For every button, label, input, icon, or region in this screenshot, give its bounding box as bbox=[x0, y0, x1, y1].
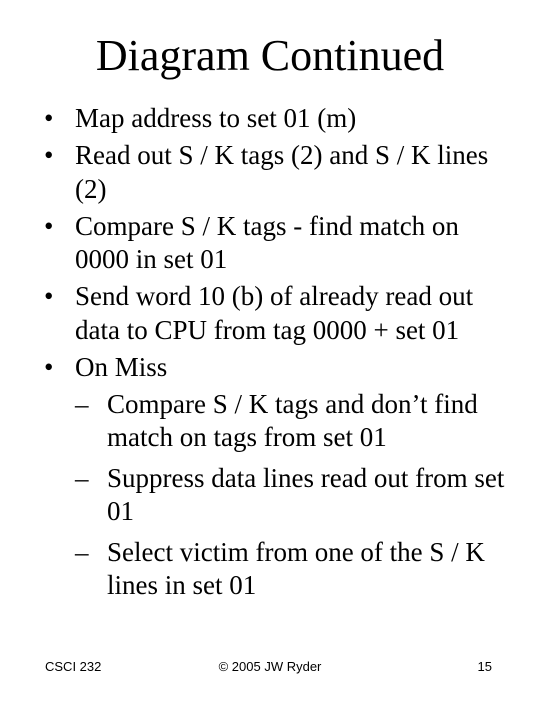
bullet-text: Map address to set 01 (m) bbox=[75, 103, 357, 133]
slide-title: Diagram Continued bbox=[95, 31, 445, 80]
bullet-item: Send word 10 (b) of already read out dat… bbox=[44, 280, 514, 347]
sub-bullet-text: Select victim from one of the S / K line… bbox=[107, 536, 485, 601]
bullet-list: Map address to set 01 (m) Read out S / K… bbox=[44, 102, 514, 610]
footer-page-number: 15 bbox=[477, 659, 492, 674]
bullet-text: Read out S / K tags (2) and S / K lines … bbox=[75, 140, 489, 204]
bullet-item: Read out S / K tags (2) and S / K lines … bbox=[44, 139, 514, 206]
sub-bullet-item: Compare S / K tags and don’t find match … bbox=[75, 388, 514, 455]
bullet-text: Compare S / K tags - find match on 0000 … bbox=[75, 210, 459, 275]
footer-copyright: © 2005 JW Ryder bbox=[218, 659, 322, 674]
sub-bullet-text: Compare S / K tags and don’t find match … bbox=[107, 388, 478, 453]
bullet-text: On Miss bbox=[75, 351, 168, 382]
bullet-item: Map address to set 01 (m) bbox=[44, 102, 514, 136]
sub-bullet-item: Suppress data lines read out from set 01 bbox=[75, 462, 514, 529]
bullet-item: Compare S / K tags - find match on 0000 … bbox=[44, 210, 514, 277]
footer-course: CSCI 232 bbox=[45, 659, 102, 674]
sub-bullet-list: Compare S / K tags and don’t find match … bbox=[75, 388, 514, 603]
bullet-item-on-miss: On Miss Compare S / K tags and don’t fin… bbox=[44, 351, 514, 603]
sub-bullet-text: Suppress data lines read out from set 01 bbox=[107, 462, 505, 527]
sub-bullet-item: Select victim from one of the S / K line… bbox=[75, 536, 514, 603]
bullet-text: Send word 10 (b) of already read out dat… bbox=[75, 281, 474, 345]
